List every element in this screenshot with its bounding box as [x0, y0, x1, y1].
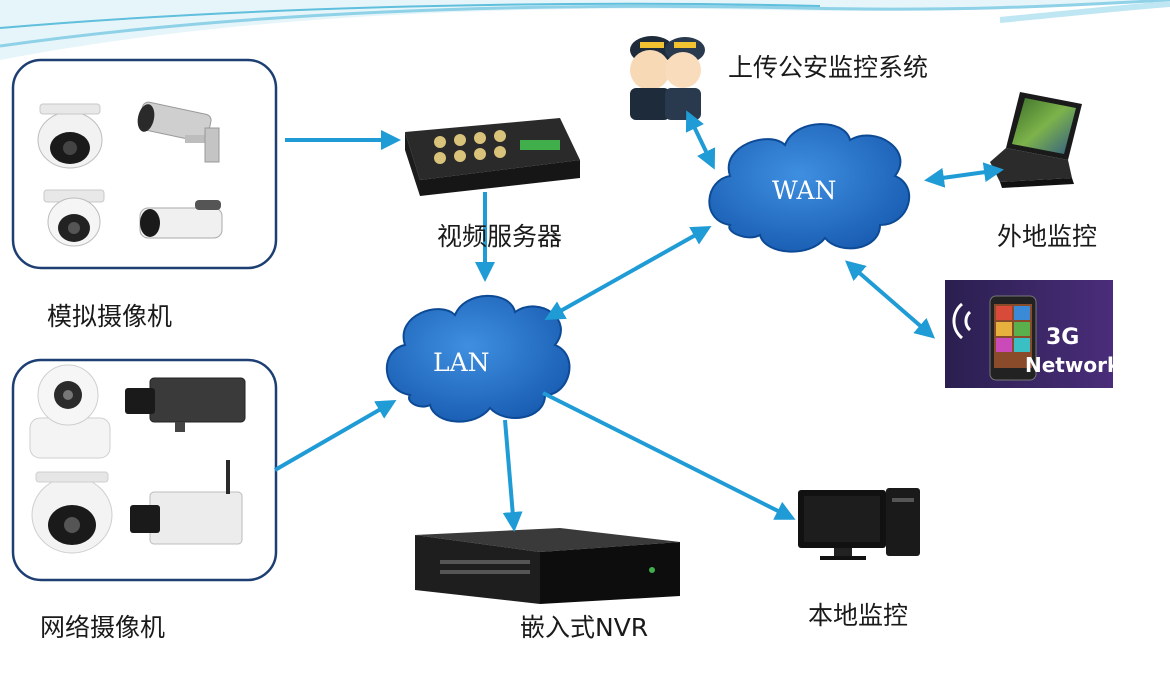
nvr-recorder-icon — [415, 528, 680, 604]
network-label: Network — [1025, 353, 1121, 377]
video-server-icon — [405, 118, 580, 196]
remote-monitor-label: 外地监控 — [997, 222, 1098, 251]
lan-cloud: LAN — [385, 294, 571, 423]
wan-label: WAN — [772, 176, 836, 205]
police-cartoon-icon — [630, 36, 705, 120]
laptop-icon — [990, 92, 1082, 188]
upload-police-label: 上传公安监控系统 — [728, 53, 929, 82]
arrow-wan-laptop — [924, 162, 1004, 188]
analog-bullet-camera-icon — [137, 101, 220, 163]
arrow-wan-police — [685, 110, 716, 170]
ip-box-camera-icon — [125, 377, 246, 432]
arrow-lan-to-nvr — [502, 419, 523, 532]
analog-dome-camera-icon — [37, 103, 103, 169]
embedded-nvr-label: 嵌入式NVR — [520, 613, 649, 642]
ip-dome-camera-icon — [31, 471, 113, 554]
3g-network-badge: 3G Network — [945, 280, 1121, 388]
arrow-lan-to-local — [542, 391, 796, 520]
arrow-ipcam-to-lan — [274, 400, 397, 472]
top-wave-decoration — [0, 0, 1170, 60]
3g-label: 3G — [1046, 325, 1079, 350]
analog-ir-dome-camera-icon — [43, 189, 105, 247]
analog-box-camera-icon — [139, 200, 223, 239]
network-cameras-label: 网络摄像机 — [40, 613, 166, 642]
arrow-wan-3g — [844, 260, 936, 339]
connection-arrows — [274, 110, 1004, 532]
ip-wireless-camera-icon — [130, 460, 243, 545]
arrow-lan-wan — [544, 226, 712, 320]
local-monitor-label: 本地监控 — [808, 601, 909, 630]
analog-cameras-label: 模拟摄像机 — [47, 302, 173, 331]
desktop-pc-icon — [798, 488, 920, 560]
ip-pt-camera-icon — [29, 364, 111, 459]
lan-label: LAN — [433, 348, 490, 377]
wan-cloud: WAN — [708, 123, 911, 253]
video-server-label: 视频服务器 — [437, 222, 563, 251]
